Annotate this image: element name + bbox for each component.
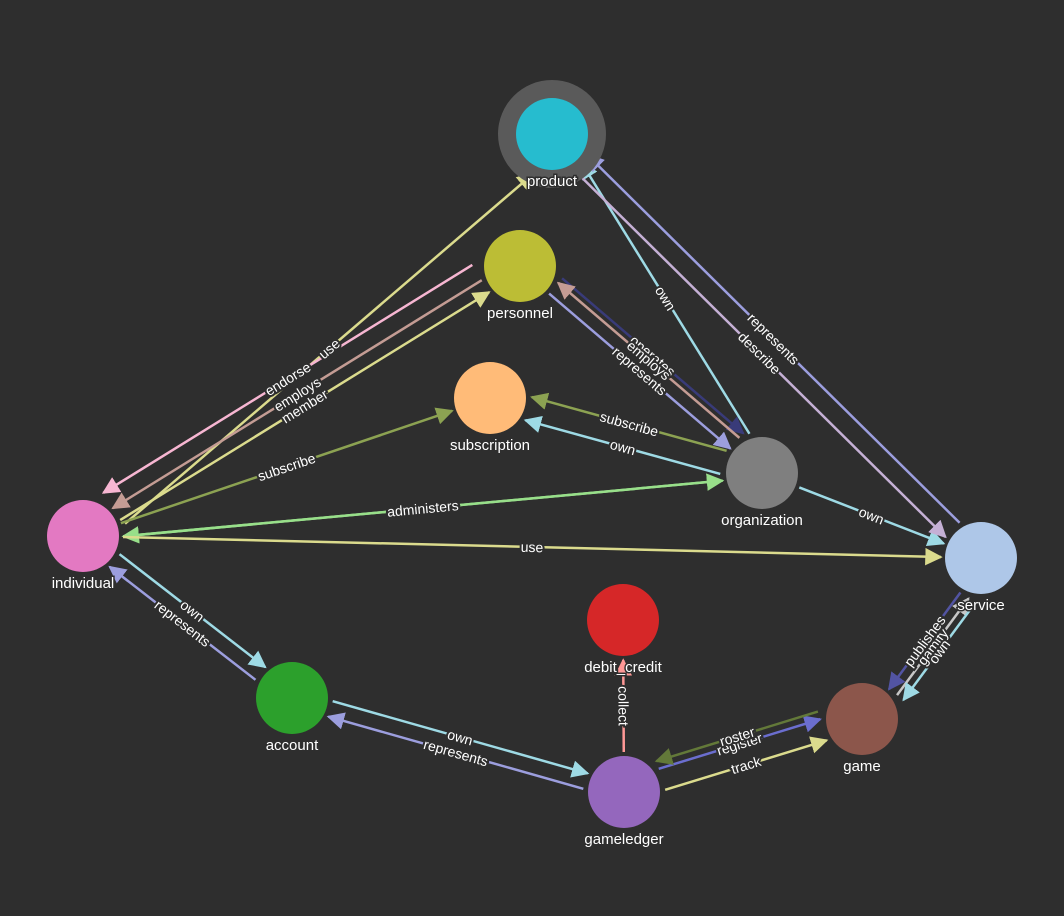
edge-game-service[interactable] xyxy=(896,597,970,696)
node-circle-debit_credit[interactable] xyxy=(587,584,659,656)
node-circle-organization[interactable] xyxy=(726,437,798,509)
edge-individual-subscription[interactable] xyxy=(120,407,454,525)
node-circle-individual[interactable] xyxy=(47,500,119,572)
node-label-organization: organization xyxy=(721,512,803,529)
edge-gameledger-game[interactable] xyxy=(664,736,829,792)
edge-gameledger-account[interactable] xyxy=(326,712,584,791)
node-label-debit_credit: debit_credit xyxy=(584,659,662,676)
edge-product-service[interactable] xyxy=(572,168,947,539)
edges-layer xyxy=(101,153,976,792)
node-account[interactable]: account xyxy=(256,662,328,756)
node-label-account: account xyxy=(266,737,319,754)
edge-organization-subscription[interactable] xyxy=(530,392,727,453)
node-label-individual: individual xyxy=(52,575,115,592)
edge-individual-account[interactable] xyxy=(118,553,267,669)
edge-personnel-organization[interactable] xyxy=(561,277,745,435)
edge-personnel-organization[interactable] xyxy=(548,292,732,450)
edge-service-game[interactable] xyxy=(887,591,962,691)
edge-account-gameledger[interactable] xyxy=(332,699,590,778)
node-label-personnel: personnel xyxy=(487,305,553,322)
edge-label-use: use xyxy=(521,539,544,556)
node-label-product: product xyxy=(527,173,578,190)
edge-individual-personnel[interactable] xyxy=(119,291,491,522)
node-circle-account[interactable] xyxy=(256,662,328,734)
node-individual[interactable]: individual xyxy=(47,500,119,594)
node-personnel[interactable]: personnel xyxy=(484,230,556,324)
node-subscription[interactable]: subscription xyxy=(448,362,532,456)
edge-organization-service[interactable] xyxy=(798,486,946,546)
edge-gameledger-game[interactable] xyxy=(658,715,822,770)
node-label-gameledger: gameledger xyxy=(584,831,663,848)
node-label-subscription: subscription xyxy=(450,437,530,454)
edge-account-individual[interactable] xyxy=(108,565,257,681)
edge-individual-product[interactable] xyxy=(124,172,535,525)
edge-organization-subscription[interactable] xyxy=(523,415,721,476)
edge-personnel-individual[interactable] xyxy=(101,263,473,494)
edge-label-collect: collect xyxy=(615,686,631,726)
edge-personnel-individual[interactable] xyxy=(111,279,483,510)
node-debit_credit[interactable]: debit_credit xyxy=(583,584,664,678)
node-organization[interactable]: organization xyxy=(720,437,804,531)
node-circle-service[interactable] xyxy=(945,522,1017,594)
node-label-service: service xyxy=(957,597,1005,614)
edge-organization-personnel[interactable] xyxy=(556,281,741,439)
edge-organization-individual[interactable] xyxy=(121,479,723,544)
edge-service-product[interactable] xyxy=(586,153,961,524)
node-game[interactable]: game xyxy=(826,683,898,777)
node-circle-game[interactable] xyxy=(826,683,898,755)
node-circle-product[interactable] xyxy=(516,98,588,170)
node-circle-subscription[interactable] xyxy=(454,362,526,434)
node-gameledger[interactable]: gameledger xyxy=(583,756,665,850)
node-service[interactable]: service xyxy=(945,522,1017,616)
node-label-game: game xyxy=(843,758,881,775)
edge-organization-product[interactable] xyxy=(580,161,751,435)
edge-game-gameledger[interactable] xyxy=(654,710,819,765)
edge-service-game[interactable] xyxy=(902,602,976,702)
node-circle-gameledger[interactable] xyxy=(588,756,660,828)
edge-gameledger-debit_credit[interactable] xyxy=(614,658,633,753)
nodes-layer: product personnel subscription organization… xyxy=(47,80,1017,850)
node-circle-personnel[interactable] xyxy=(484,230,556,302)
node-product[interactable]: product xyxy=(498,80,606,192)
edge-individual-service[interactable] xyxy=(122,535,943,566)
